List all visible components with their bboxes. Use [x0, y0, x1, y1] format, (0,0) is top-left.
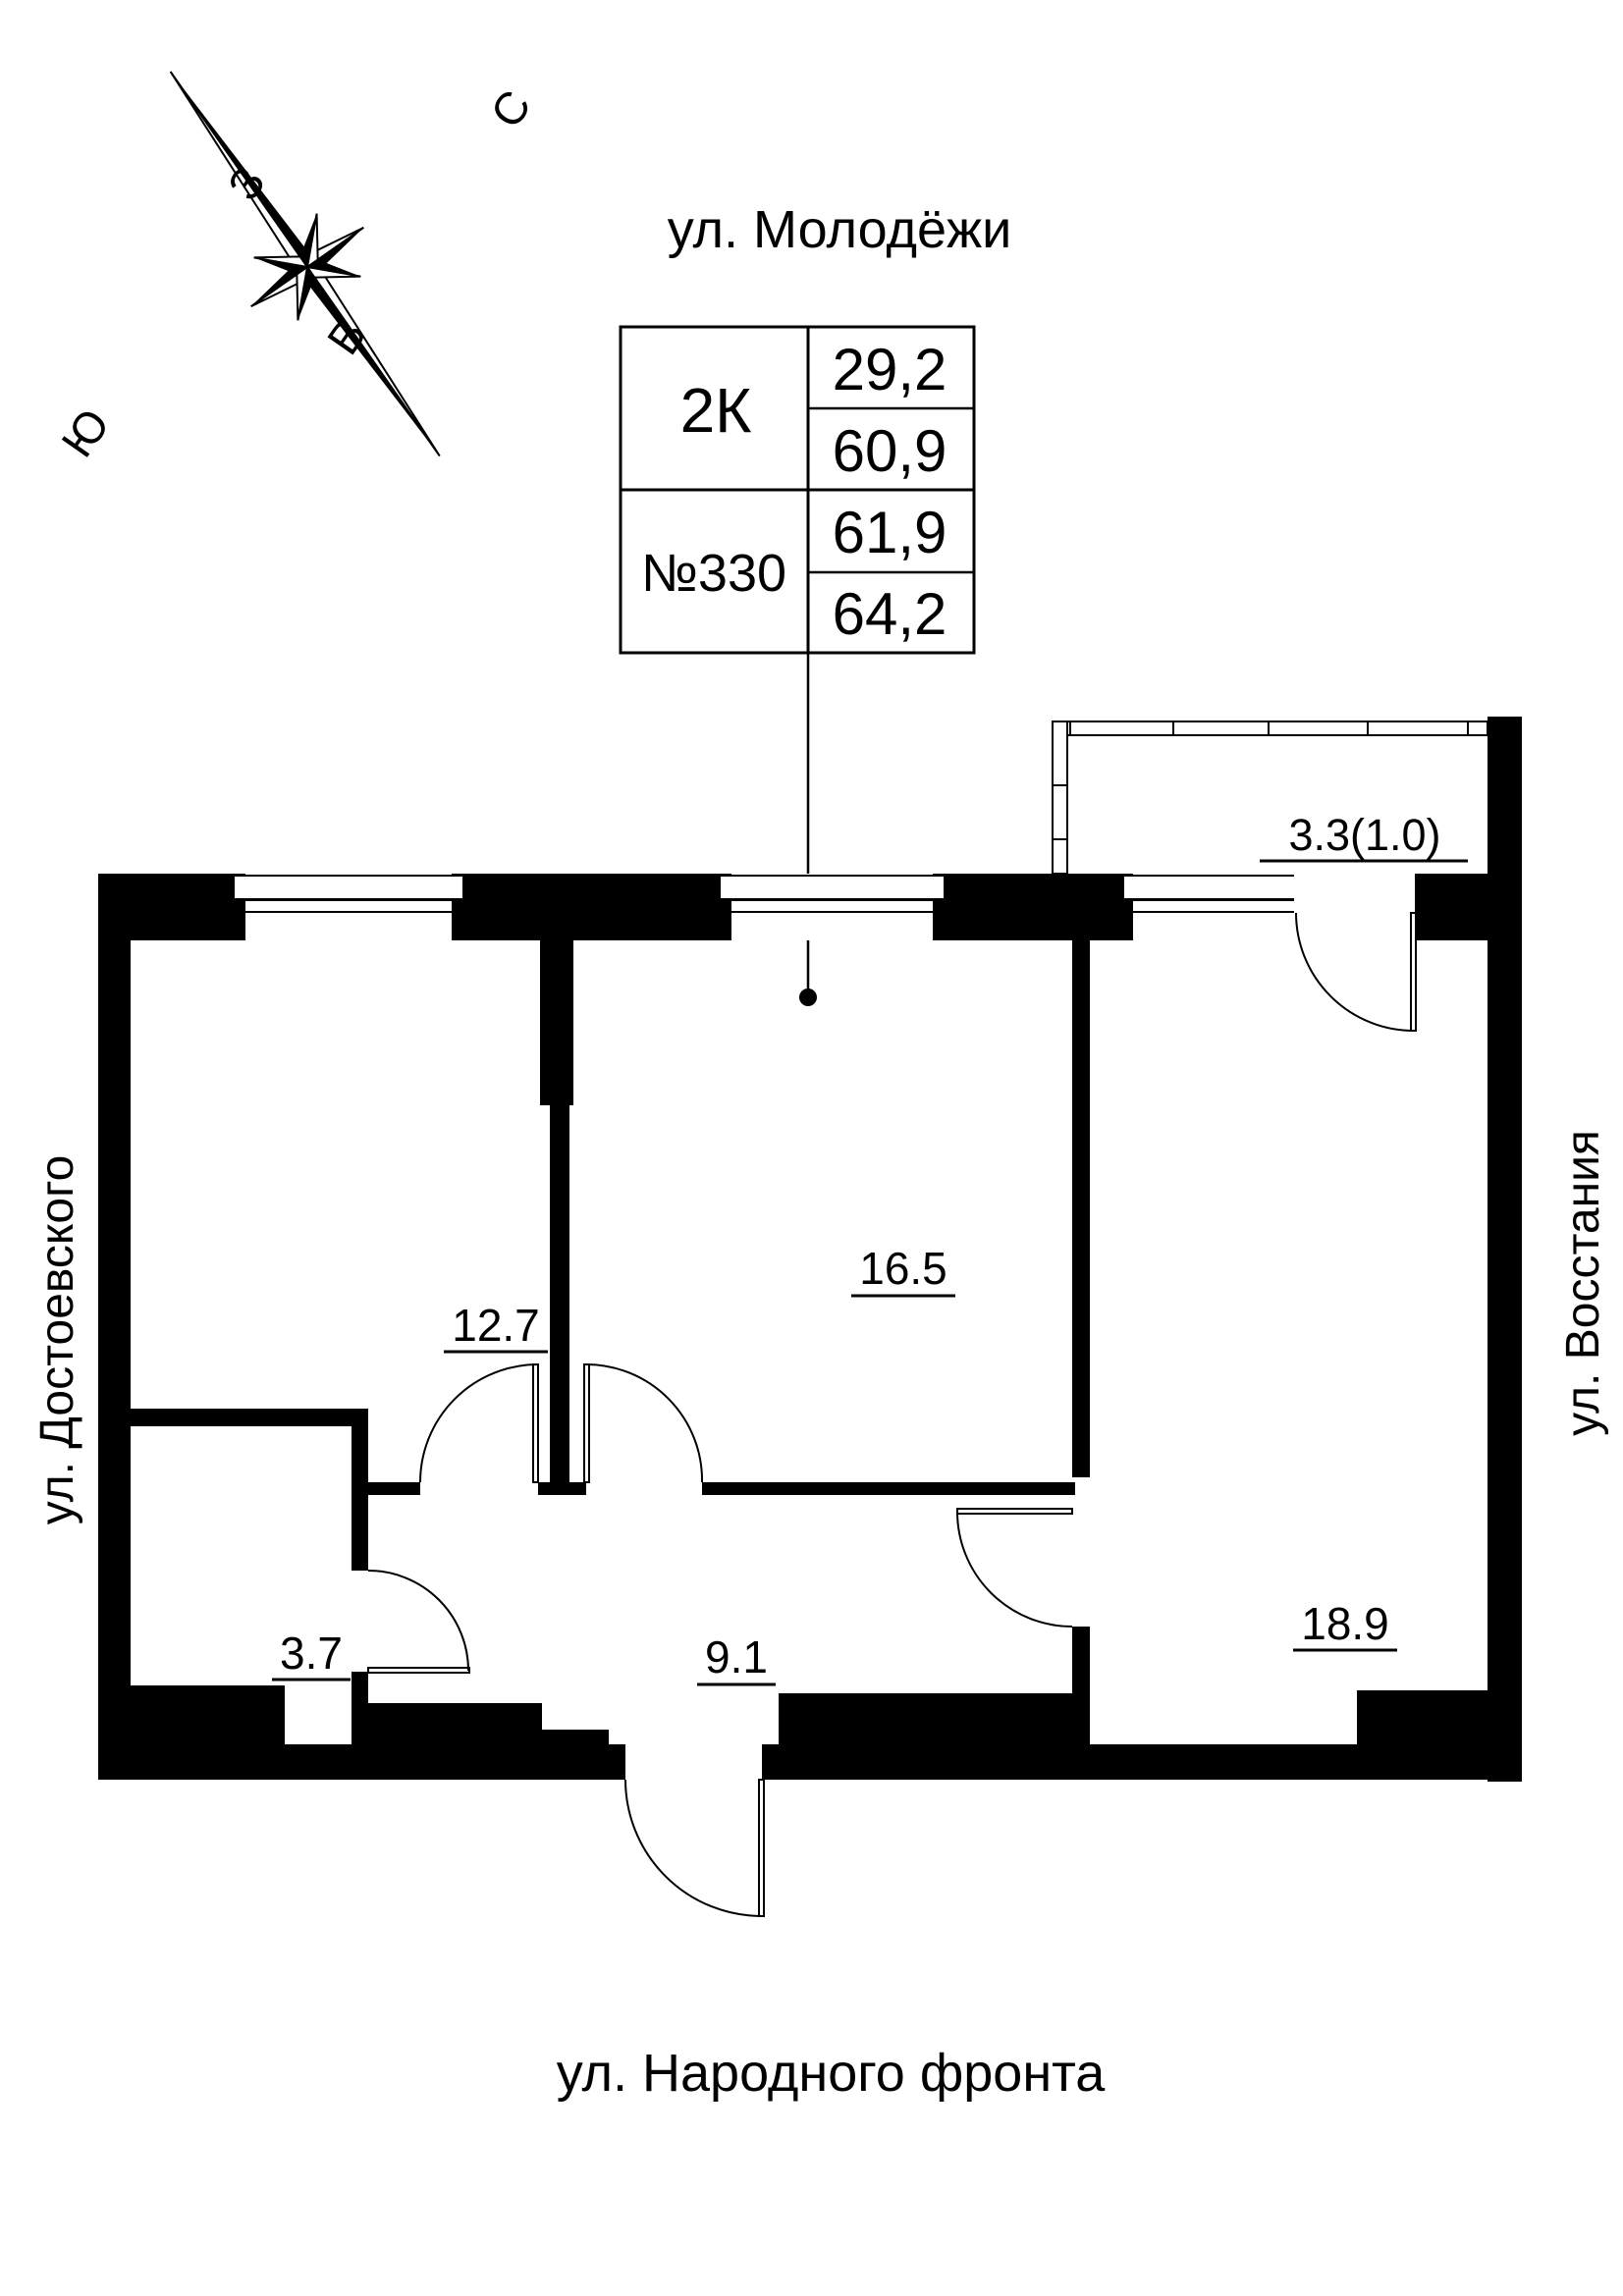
balcony-glazing — [1052, 721, 1488, 875]
leader-dot — [799, 988, 817, 1006]
area-label-room-12-7: 12.7 — [452, 1300, 540, 1351]
area-living-value: 29,2 — [833, 337, 947, 402]
door-entrance — [624, 1779, 765, 1917]
area-row2-value: 60,9 — [833, 418, 947, 484]
street-label-bottom: ул. Народного фронта — [557, 2044, 1107, 2103]
door-room-12-7 — [419, 1363, 539, 1483]
window-room-16-5 — [719, 874, 946, 940]
area-label-room-16-5: 16.5 — [859, 1243, 947, 1294]
compass-north-label: С — [480, 80, 541, 136]
compass-star — [169, 71, 441, 457]
compass-rose: С З В Ю — [51, 71, 541, 466]
area-row3-value: 61,9 — [833, 500, 947, 565]
door-balcony — [1294, 874, 1417, 1032]
area-label-room-18-9: 18.9 — [1301, 1598, 1389, 1649]
area-label-bathroom: 3.7 — [280, 1628, 343, 1679]
area-label-hall: 9.1 — [705, 1631, 768, 1682]
area-total-value: 64,2 — [833, 581, 947, 647]
walls — [98, 717, 1522, 1782]
street-label-top: ул. Молодёжи — [668, 200, 1012, 259]
street-label-right: ул. Восстания — [1557, 1130, 1609, 1436]
door-room-18-9 — [956, 1508, 1073, 1628]
room-area-labels: 12.7 16.5 18.9 3.7 9.1 3.3(1.0) — [272, 810, 1468, 1686]
street-label-left: ул. Достоевского — [31, 1155, 83, 1525]
area-label-balcony: 3.3(1.0) — [1288, 810, 1440, 860]
door-room-16-5 — [583, 1363, 704, 1483]
compass-south-label: Ю — [51, 400, 119, 466]
window-room-18-9 — [1122, 874, 1305, 940]
door-bathroom — [367, 1570, 470, 1674]
apartment-info-table: 2К №330 29,2 60,9 61,9 64,2 — [619, 325, 976, 1006]
apartment-number: №330 — [641, 544, 786, 603]
apartment-type: 2К — [680, 375, 752, 446]
window-room-12-7 — [233, 874, 464, 940]
